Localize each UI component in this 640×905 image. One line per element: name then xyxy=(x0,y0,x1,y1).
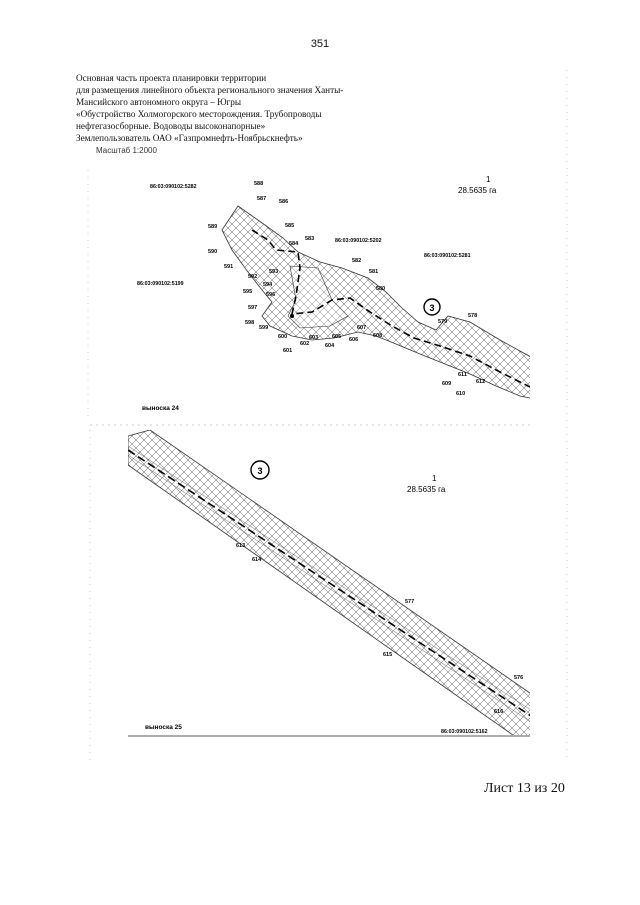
page-number: 351 xyxy=(310,38,330,50)
point-label: 585 xyxy=(285,223,294,229)
header-line: «Обустройство Холмогорского месторождени… xyxy=(76,109,322,119)
area-label-top: 28.5635 га xyxy=(458,186,497,195)
cadastral-label: 86:03:090102:5202 xyxy=(335,238,382,244)
point-label: 583 xyxy=(305,236,314,242)
point-label: 588 xyxy=(254,181,263,187)
point-label: 591 xyxy=(224,264,233,270)
scale-label: Масштаб 1:2000 xyxy=(96,146,157,155)
point-label: 594 xyxy=(263,282,273,288)
point-label: 580 xyxy=(376,286,385,292)
corridor-edge xyxy=(128,454,530,722)
point-label: 595 xyxy=(243,289,252,295)
header-line: нефтегазосборные. Водоводы высоконапорны… xyxy=(76,121,266,131)
corridor-edge xyxy=(128,445,530,710)
point-label: 610 xyxy=(456,391,465,397)
point-label: 593 xyxy=(269,269,278,275)
point-label: 603 xyxy=(309,335,318,341)
point-label: 615 xyxy=(383,652,392,658)
point-label: 596 xyxy=(266,292,275,298)
point-label: 582 xyxy=(352,258,361,264)
pipe-node xyxy=(290,314,294,318)
point-label: 611 xyxy=(458,372,467,378)
point-label: 616 xyxy=(494,709,503,715)
top-map xyxy=(221,205,530,399)
pipeline-axis xyxy=(251,229,530,388)
header-line: для размещения линейного объекта региона… xyxy=(76,85,344,95)
sheet-number: Лист 13 из 20 xyxy=(484,781,565,796)
point-label: 590 xyxy=(208,249,217,255)
header-line: Основная часть проекта планировки террит… xyxy=(76,73,267,83)
pipeline-axis xyxy=(128,449,530,717)
point-label: 587 xyxy=(257,196,266,202)
bottom-map xyxy=(128,430,530,735)
cadastral-label: 86:03:090102:5162 xyxy=(441,729,488,735)
point-label: 604 xyxy=(325,343,335,349)
callout-label-top: выноска 24 xyxy=(142,405,179,412)
cadastral-label: 86:03:090102:5282 xyxy=(150,184,197,190)
corridor-polygon xyxy=(128,430,530,735)
point-label: 601 xyxy=(283,348,292,354)
point-label: 599 xyxy=(259,325,268,331)
header-line: Мансийского автономного округа – Югры xyxy=(76,97,242,107)
point-label: 578 xyxy=(468,313,477,319)
point-labels-top: 588 587 586 589 585 583 584 590 582 591 593 581 592 5… xyxy=(208,181,485,397)
point-label: 592 xyxy=(248,274,257,280)
parcel-label-bottom: 1 xyxy=(432,474,437,483)
zone-circle-top xyxy=(423,298,441,316)
point-labels-bottom: 613 614 577 615 576 616 xyxy=(236,543,523,715)
point-label: 586 xyxy=(279,199,288,205)
circle-label-bottom: 3 xyxy=(257,466,262,476)
point-label: 607 xyxy=(357,325,366,331)
allotment-polygon xyxy=(221,205,530,399)
point-label: 613 xyxy=(236,543,245,549)
point-label: 579 xyxy=(438,319,447,325)
point-label: 609 xyxy=(442,381,451,387)
point-label: 598 xyxy=(245,320,254,326)
cadastral-labels: 86:03:090102:5282 86:03:090102:5202 86:03:… xyxy=(137,184,488,735)
cadastral-label: 86:03:090102:5199 xyxy=(137,281,184,287)
point-label: 577 xyxy=(405,599,414,605)
point-label: 597 xyxy=(248,305,257,311)
callout-label-bottom: выноска 25 xyxy=(145,724,182,731)
area-label-bottom: 28.5635 га xyxy=(407,485,446,494)
circle-label-top: 3 xyxy=(429,303,434,313)
point-label: 600 xyxy=(278,334,287,340)
document-header: Основная часть проекта планировки террит… xyxy=(76,72,376,144)
point-label: 581 xyxy=(369,269,378,275)
point-label: 614 xyxy=(252,557,262,563)
point-label: 589 xyxy=(208,224,217,230)
header-line: Землепользователь ОАО «Газпромнефть-Нояб… xyxy=(76,133,303,143)
cadastral-label: 86:03:090102:5281 xyxy=(424,253,471,259)
zone-circle-bottom xyxy=(250,460,270,480)
point-label: 602 xyxy=(300,341,309,347)
point-label: 576 xyxy=(514,675,523,681)
point-label: 584 xyxy=(289,241,299,247)
point-label: 612 xyxy=(476,379,485,385)
point-label: 606 xyxy=(349,337,358,343)
point-label: 608 xyxy=(373,333,382,339)
parcel-label-top: 1 xyxy=(486,175,491,184)
point-label: 605 xyxy=(332,334,341,340)
